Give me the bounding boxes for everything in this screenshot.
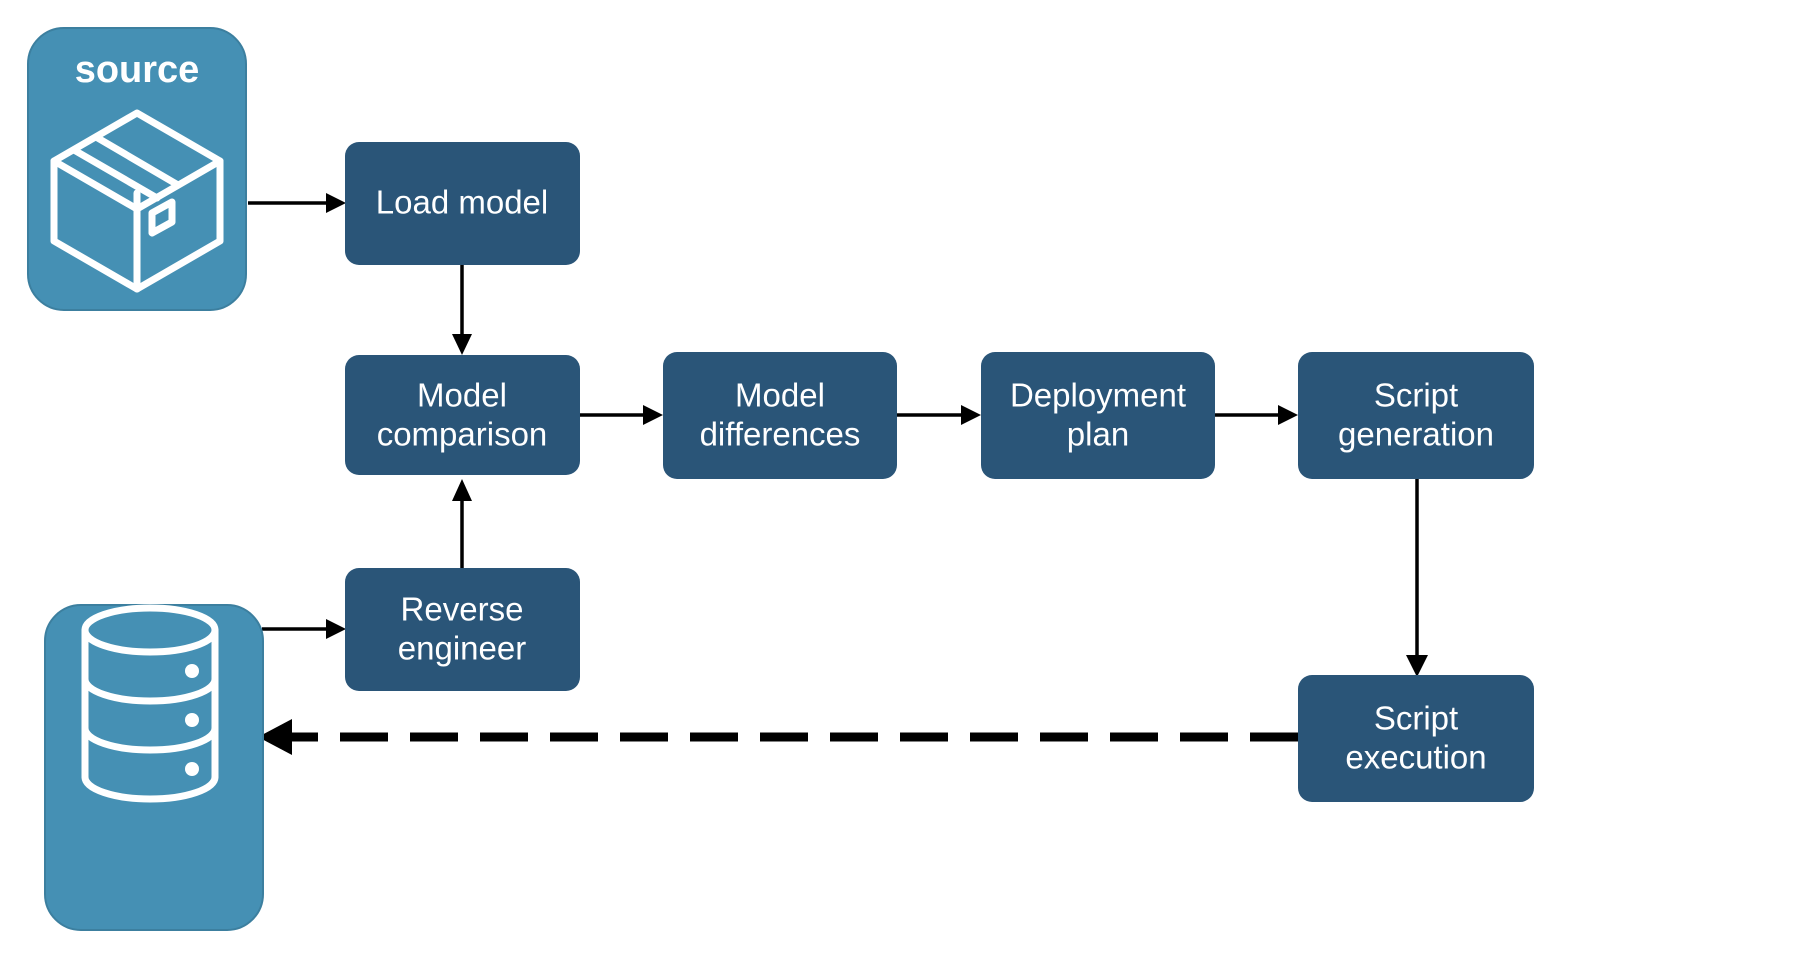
- connector-script-execution-to-target: [258, 719, 1298, 755]
- script-execution-box[interactable]: [1298, 675, 1534, 802]
- process-script-execution[interactable]: Script execution: [1298, 675, 1534, 802]
- script-generation-label-line1: Script: [1374, 377, 1458, 414]
- process-reverse-engineer[interactable]: Reverse engineer: [345, 568, 580, 691]
- database-cylinder-icon: [81, 604, 219, 803]
- script-execution-label-line2: execution: [1345, 739, 1486, 776]
- model-differences-box[interactable]: [663, 352, 897, 479]
- script-execution-label-line1: Script: [1374, 700, 1458, 737]
- package-box-icon: [50, 109, 224, 293]
- model-differences-label-line2: differences: [700, 416, 861, 453]
- process-load-model[interactable]: Load model: [345, 142, 580, 265]
- target-label: target: [97, 548, 203, 590]
- source-card[interactable]: [27, 27, 247, 311]
- process-deployment-plan[interactable]: Deployment plan: [981, 352, 1215, 479]
- model-differences-label-line1: Model: [735, 377, 825, 414]
- reverse-engineer-label-line1: Reverse: [401, 591, 524, 628]
- connector-script-generation-to-script-execution: [1406, 477, 1428, 677]
- process-model-differences[interactable]: Model differences: [663, 352, 897, 479]
- deployment-plan-label-line1: Deployment: [1010, 377, 1186, 414]
- endpoint-source[interactable]: source: [27, 27, 247, 311]
- process-model-comparison[interactable]: Model comparison: [345, 355, 580, 475]
- connector-source-to-load-model: [248, 193, 346, 213]
- connector-load-model-to-model-comparison: [452, 265, 472, 355]
- load-model-label-line1: Load model: [376, 184, 548, 221]
- model-comparison-label-line2: comparison: [377, 416, 548, 453]
- connector-model-differences-to-deployment-plan: [897, 405, 981, 425]
- model-comparison-box[interactable]: [345, 355, 580, 475]
- deployment-plan-label-line2: plan: [1067, 416, 1129, 453]
- script-generation-label-line2: generation: [1338, 416, 1494, 453]
- model-comparison-label-line1: Model: [417, 377, 507, 414]
- source-label: source: [75, 49, 200, 91]
- reverse-engineer-label-line2: engineer: [398, 630, 526, 667]
- connector-target-to-reverse-engineer: [262, 619, 346, 639]
- connector-model-comparison-to-model-differences: [580, 405, 663, 425]
- connector-reverse-engineer-to-model-comparison: [452, 479, 472, 570]
- reverse-engineer-box[interactable]: [345, 568, 580, 691]
- script-generation-box[interactable]: [1298, 352, 1534, 479]
- load-model-box[interactable]: [345, 142, 580, 265]
- deployment-plan-box[interactable]: [981, 352, 1215, 479]
- endpoint-target[interactable]: target: [44, 548, 264, 931]
- process-script-generation[interactable]: Script generation: [1298, 352, 1534, 479]
- connector-deployment-plan-to-script-generation: [1215, 405, 1298, 425]
